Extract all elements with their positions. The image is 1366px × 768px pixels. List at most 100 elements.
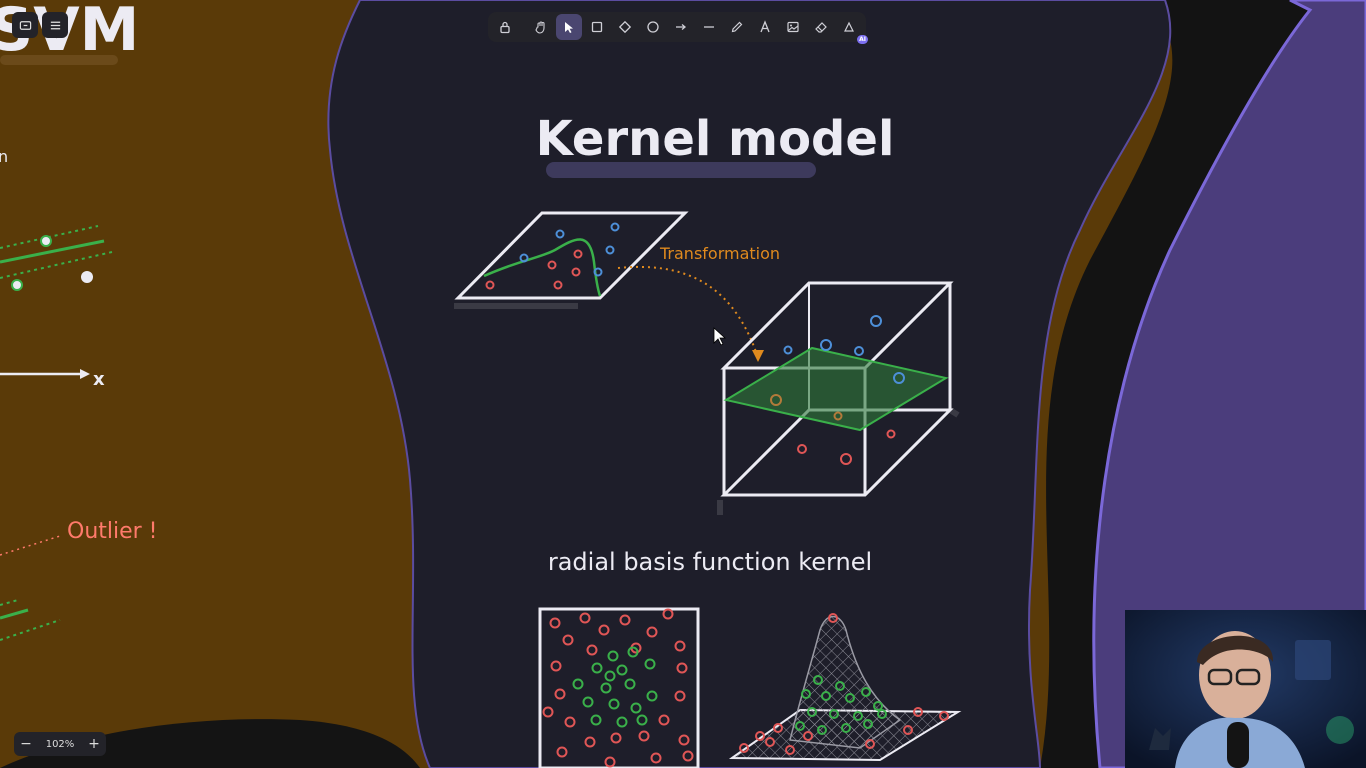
- red-point: [610, 732, 622, 744]
- tool-text[interactable]: [752, 14, 778, 40]
- tool-selection[interactable]: [556, 14, 582, 40]
- green-point: [644, 658, 656, 670]
- tool-line[interactable]: [696, 14, 722, 40]
- green-point: [572, 678, 584, 690]
- svm-margin-lines-lower[interactable]: [0, 599, 61, 641]
- rbf-kernel-label[interactable]: radial basis function kernel: [548, 548, 872, 576]
- red-point: [865, 739, 875, 749]
- red-point: [650, 752, 662, 764]
- hamburger-menu-icon: [50, 21, 60, 29]
- red-point: [903, 725, 913, 735]
- green-point: [600, 682, 612, 694]
- red-point: [638, 730, 650, 742]
- green-point: [636, 714, 648, 726]
- red-point: [586, 644, 598, 656]
- green-point: [817, 725, 827, 735]
- rbf-gaussian-surface[interactable]: [728, 613, 962, 762]
- zoom-level[interactable]: 102%: [45, 738, 75, 750]
- red-point: [785, 745, 795, 755]
- x-axis-arrow[interactable]: x: [0, 369, 105, 390]
- left-text-fragment[interactable]: n: [0, 147, 8, 166]
- tool-hand[interactable]: [528, 14, 554, 40]
- pointer-icon: [565, 22, 573, 33]
- green-point: [591, 662, 603, 674]
- green-point: [853, 711, 863, 721]
- green-point: [801, 689, 811, 699]
- green-point: [845, 693, 855, 703]
- library-icon: [19, 20, 31, 30]
- green-point: [604, 670, 616, 682]
- outlier-label[interactable]: Outlier !: [67, 519, 158, 544]
- red-point: [579, 612, 591, 624]
- square-icon: [591, 21, 603, 33]
- green-point: [590, 714, 602, 726]
- hand-icon: [535, 21, 545, 34]
- red-point: [682, 750, 694, 762]
- green-point: [841, 723, 851, 733]
- title-text[interactable]: Kernel model: [536, 111, 895, 167]
- circle-icon: [647, 21, 659, 33]
- text-icon: [760, 20, 770, 33]
- red-point: [674, 690, 686, 702]
- green-point: [607, 650, 619, 662]
- rbf-input-square[interactable]: [538, 607, 700, 768]
- tool-lock[interactable]: [492, 14, 518, 40]
- red-point: [598, 624, 610, 636]
- green-point: [807, 707, 817, 717]
- image-icon: [787, 21, 799, 33]
- green-point: [608, 698, 620, 710]
- green-point: [873, 701, 883, 711]
- input-space-plane[interactable]: [454, 211, 689, 309]
- red-point: [542, 706, 554, 718]
- red-point: [604, 756, 616, 768]
- red-point: [913, 707, 923, 717]
- red-point: [739, 743, 749, 753]
- tool-rectangle[interactable]: [584, 14, 610, 40]
- arrow-head-icon: [752, 350, 764, 362]
- zoom-in-button[interactable]: +: [88, 736, 100, 752]
- svm-heading-highlight: [0, 55, 118, 65]
- outlier-pointer: [0, 535, 61, 556]
- green-point: [813, 675, 823, 685]
- transformation-label[interactable]: Transformation: [659, 244, 780, 263]
- tool-eraser[interactable]: [808, 14, 834, 40]
- title-highlight: [546, 162, 816, 178]
- red-point: [549, 617, 561, 629]
- red-point: [550, 660, 562, 672]
- red-point: [803, 731, 813, 741]
- feature-space-cube[interactable]: [717, 281, 960, 515]
- green-point: [821, 691, 831, 701]
- tool-diamond[interactable]: [612, 14, 638, 40]
- green-point: [861, 687, 871, 697]
- line-icon: [704, 26, 714, 28]
- green-point: [630, 702, 642, 714]
- red-point: [939, 711, 949, 721]
- green-point: [877, 709, 887, 719]
- transformation-arrow[interactable]: [617, 265, 757, 353]
- green-point: [582, 696, 594, 708]
- red-point: [564, 716, 576, 728]
- red-point: [765, 737, 775, 747]
- library-button[interactable]: [12, 12, 38, 38]
- tool-ellipse[interactable]: [640, 14, 666, 40]
- red-point: [773, 723, 783, 733]
- red-point: [584, 736, 596, 748]
- tool-ai[interactable]: AI: [836, 14, 868, 44]
- mouse-cursor-icon: [713, 327, 727, 346]
- red-point: [674, 640, 686, 652]
- red-point: [619, 614, 631, 626]
- svm-margin-lines[interactable]: [0, 225, 113, 291]
- tool-image[interactable]: [780, 14, 806, 40]
- red-point: [676, 662, 688, 674]
- shapes-icon: [844, 21, 854, 32]
- green-point: [829, 709, 839, 719]
- green-point: [616, 716, 628, 728]
- tool-arrow[interactable]: [668, 14, 694, 40]
- red-point: [662, 608, 674, 620]
- arrow-right-icon: [676, 24, 687, 30]
- tool-draw[interactable]: [724, 14, 750, 40]
- zoom-out-button[interactable]: −: [20, 736, 32, 752]
- green-point: [835, 681, 845, 691]
- main-menu-button[interactable]: [42, 12, 68, 38]
